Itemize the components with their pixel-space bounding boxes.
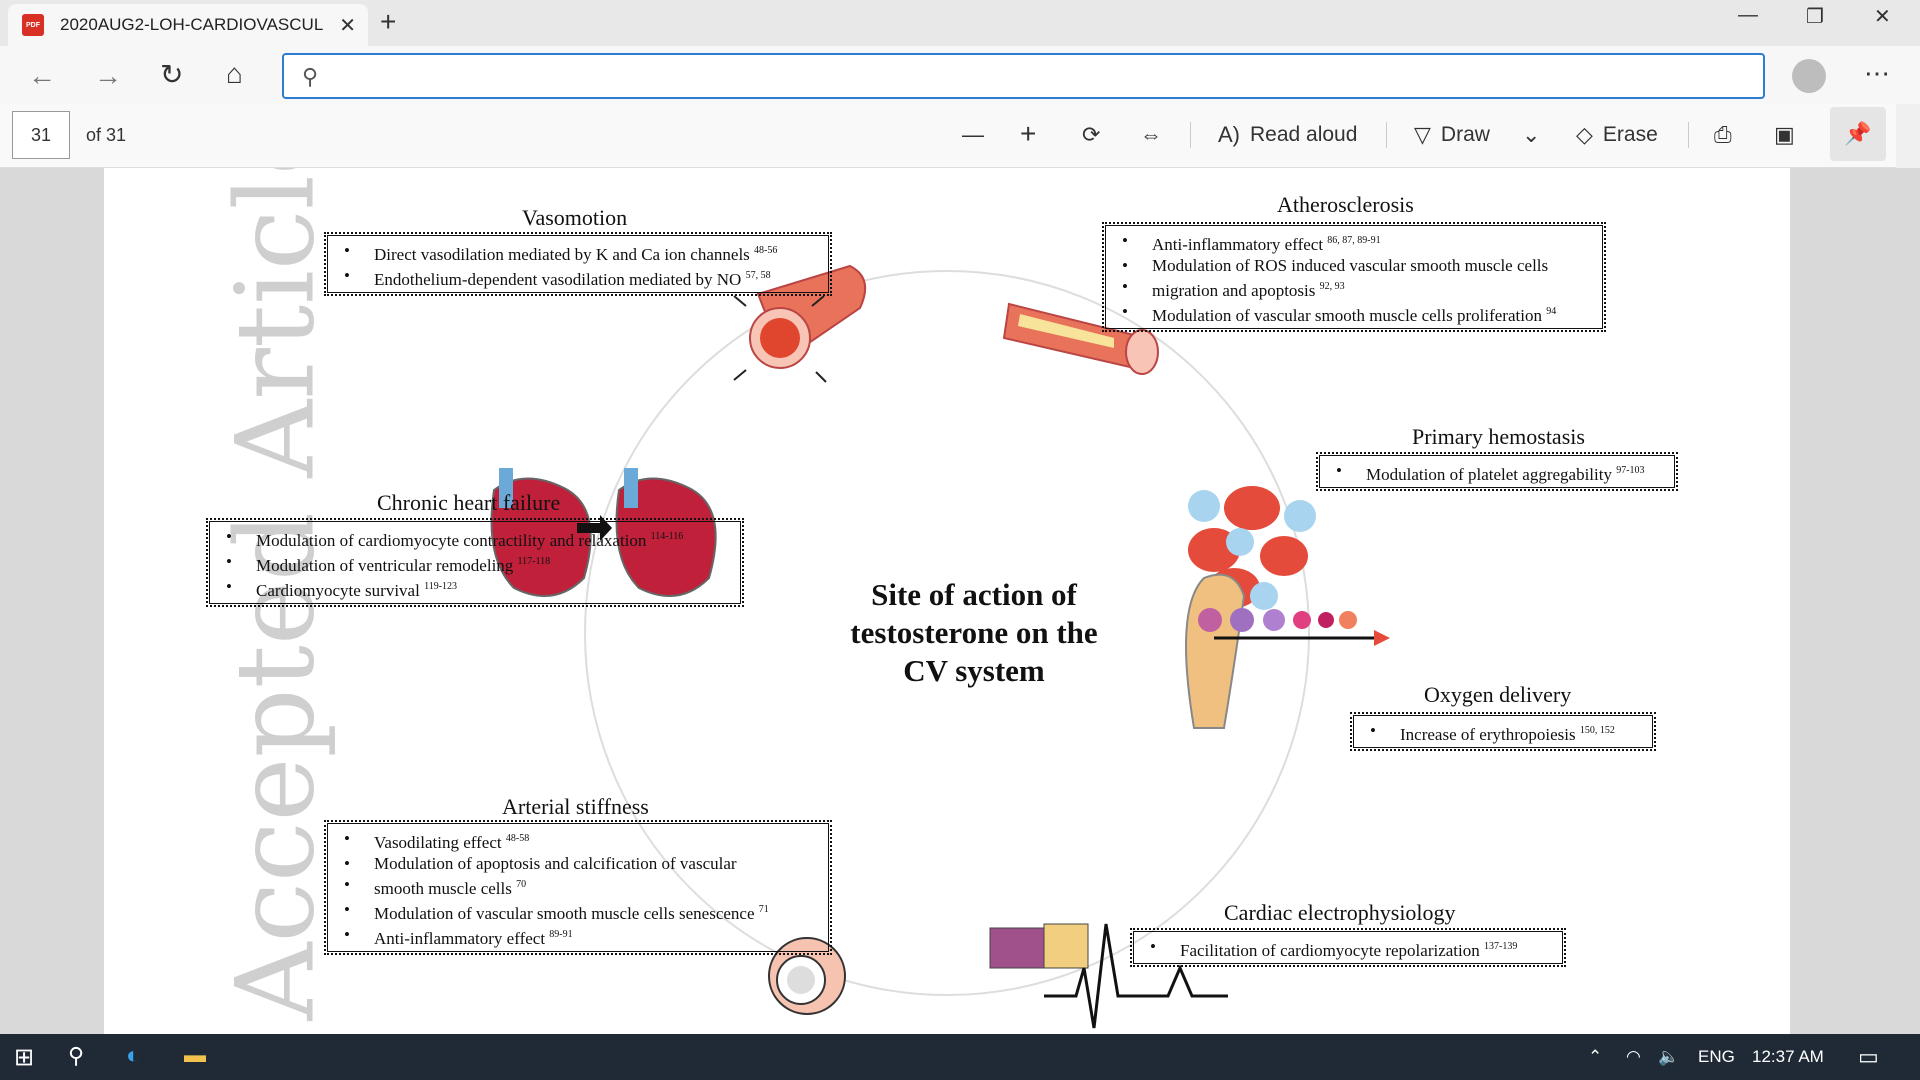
clock[interactable]: 12:37 AM (1752, 1047, 1824, 1066)
more-options-icon[interactable]: ⋯ (1864, 58, 1890, 88)
pdf-viewer: Accepted Article (0, 168, 1920, 1034)
heart-failure-box: Modulation of cardiomyocyte contractilit… (206, 518, 744, 607)
fit-page-icon[interactable]: ⇔ (1140, 122, 1162, 147)
ecg-myocyte-icon (989, 923, 1228, 1029)
draw-button[interactable]: ▽Draw (1414, 122, 1490, 147)
volume-icon[interactable]: 🔈 (1658, 1047, 1680, 1066)
close-tab-icon[interactable]: ✕ (339, 15, 356, 37)
tab-bar: PDF 2020AUG2-LOH-CARDIOVASCUL ✕ + — ❐ ✕ (0, 0, 1920, 46)
close-window-icon[interactable]: ✕ (1874, 6, 1891, 28)
new-tab-icon[interactable]: + (380, 6, 397, 37)
pdf-toolbar: 31 of 31 — + ⟳ ⇔ A)Read aloud ▽Draw ⌄ ◇E… (0, 104, 1920, 168)
list-item: Anti-inflammatory effect 86, 87, 89-91 (1118, 230, 1594, 255)
list-item: Direct vasodilation mediated by K and Ca… (340, 240, 820, 265)
list-item: Facilitation of cardiomyocyte repolariza… (1146, 936, 1554, 961)
page-total: of 31 (86, 125, 127, 145)
chevron-up-icon[interactable]: ⌃ (1588, 1047, 1603, 1066)
edge-icon[interactable]: ◐ (126, 1042, 141, 1069)
list-item-continued: smooth muscle cells 70 (340, 874, 820, 899)
taskbar: ⊞ ⚲ ◐ ▬ ⌃ ◠ 🔈 ENG 12:37 AM ▭ (0, 1034, 1920, 1080)
tab-pdf-document[interactable]: PDF 2020AUG2-LOH-CARDIOVASCUL ✕ (8, 4, 368, 46)
cycle-circle (584, 270, 1310, 996)
search-icon: ⚲ (302, 64, 319, 89)
draw-icon: ▽ (1414, 122, 1431, 147)
save-icon[interactable]: ▣ (1774, 122, 1795, 147)
erase-button[interactable]: ◇Erase (1576, 122, 1658, 147)
pdf-page: Accepted Article (104, 168, 1790, 1034)
chevron-down-icon[interactable]: ⌄ (1522, 122, 1541, 147)
eraser-icon: ◇ (1576, 122, 1593, 147)
stiffness-box: Vasodilating effect 48-58 Modulation of … (324, 820, 832, 955)
list-item: Modulation of vascular smooth muscle cel… (1118, 301, 1594, 326)
back-icon[interactable]: ← (28, 60, 56, 91)
folder-icon[interactable]: ▬ (184, 1042, 206, 1067)
windows-start-icon[interactable]: ⊞ (14, 1044, 35, 1071)
electro-title: Cardiac electrophysiology (1224, 900, 1456, 925)
list-item: Modulation of apoptosis and calcificatio… (340, 853, 820, 874)
read-aloud-icon: A) (1218, 122, 1240, 147)
stiffness-title: Arterial stiffness (502, 794, 649, 819)
search-icon[interactable]: ⚲ (68, 1043, 85, 1068)
oxygen-title: Oxygen delivery (1424, 682, 1572, 707)
wifi-icon[interactable]: ◠ (1626, 1047, 1641, 1066)
list-item: Cardiomyocyte survival 119-123 (222, 576, 732, 601)
read-aloud-button[interactable]: A)Read aloud (1218, 122, 1358, 147)
minimize-icon[interactable]: — (1738, 4, 1758, 26)
vasomotion-title: Vasomotion (522, 205, 628, 230)
url-input[interactable]: ⚲ (282, 53, 1765, 99)
zoom-out-icon[interactable]: — (962, 122, 984, 147)
hemostasis-box: Modulation of platelet aggregability 97-… (1316, 452, 1678, 491)
rotate-icon[interactable]: ⟳ (1082, 122, 1101, 147)
list-item: Vasodilating effect 48-58 (340, 828, 820, 853)
vessel-ring-icon (768, 937, 846, 1015)
list-item: Endothelium-dependent vasodilation media… (340, 265, 820, 290)
heart-failure-title: Chronic heart failure (377, 490, 561, 515)
refresh-icon[interactable]: ↻ (160, 59, 184, 90)
pin-toolbar-icon[interactable]: 📌 (1830, 107, 1886, 161)
list-item: Modulation of ventricular remodeling 117… (222, 551, 732, 576)
tab-title: 2020AUG2-LOH-CARDIOVASCUL (60, 15, 324, 34)
atherosclerosis-box: Anti-inflammatory effect 86, 87, 89-91 M… (1102, 222, 1606, 332)
home-icon[interactable]: ⌂ (226, 58, 243, 89)
restore-icon[interactable]: ❐ (1806, 6, 1824, 28)
atherosclerosis-title: Atherosclerosis (1277, 192, 1414, 217)
artery-vasomotion-icon (733, 264, 867, 383)
language-indicator[interactable]: ENG (1698, 1047, 1735, 1066)
zoom-in-icon[interactable]: + (1020, 118, 1037, 149)
pdf-icon: PDF (22, 14, 44, 36)
notification-icon[interactable]: ▭ (1858, 1044, 1879, 1069)
page-number-input[interactable]: 31 (12, 111, 70, 159)
electro-box: Facilitation of cardiomyocyte repolariza… (1130, 928, 1566, 967)
list-item: Modulation of vascular smooth muscle cel… (340, 899, 820, 924)
forward-icon[interactable]: → (94, 60, 122, 91)
avatar[interactable] (1792, 59, 1826, 93)
list-item: Increase of erythropoiesis 150, 152 (1366, 720, 1644, 745)
hemostasis-title: Primary hemostasis (1412, 424, 1585, 449)
list-item: Modulation of platelet aggregability 97-… (1332, 460, 1666, 485)
list-item-continued: migration and apoptosis 92, 93 (1118, 276, 1594, 301)
oxygen-box: Increase of erythropoiesis 150, 152 (1350, 712, 1656, 751)
print-icon[interactable]: ⎙ (1714, 122, 1732, 147)
list-item: Modulation of ROS induced vascular smoot… (1118, 255, 1594, 276)
list-item: Modulation of cardiomyocyte contractilit… (222, 526, 732, 551)
vasomotion-box: Direct vasodilation mediated by K and Ca… (324, 232, 832, 296)
center-title: Site of action of testosterone on the CV… (850, 577, 1098, 688)
list-item: Anti-inflammatory effect 89-91 (340, 924, 820, 949)
bone-erythropoiesis-icon (1185, 573, 1390, 729)
